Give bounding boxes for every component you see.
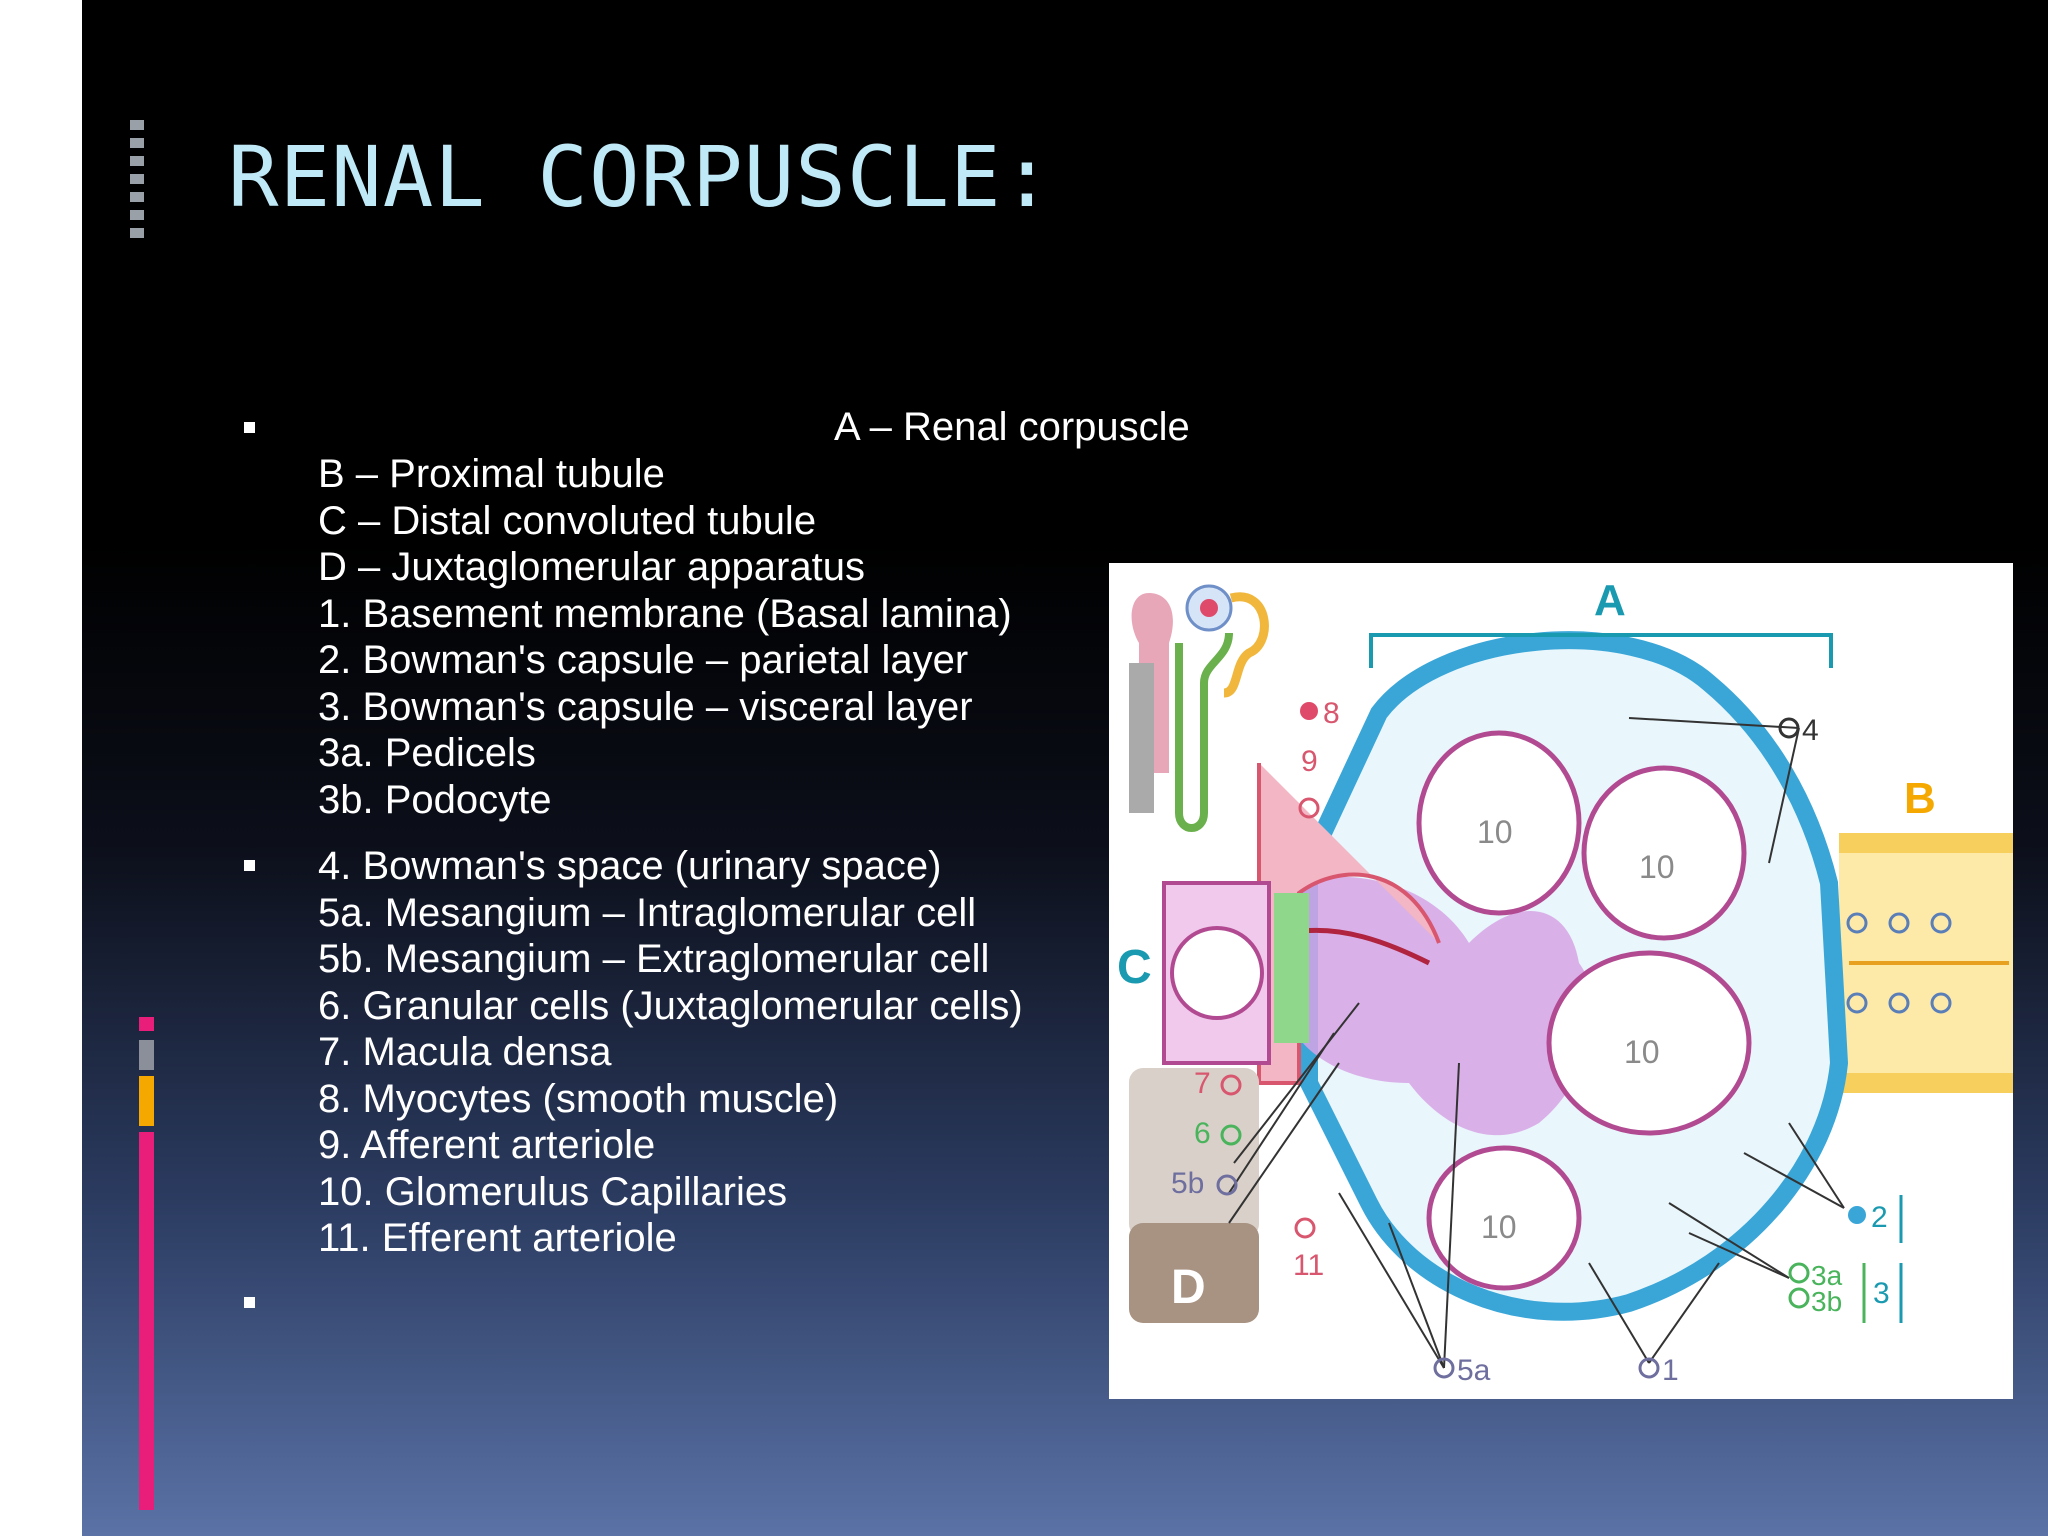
legend-item-3: 3. Bowman's capsule – visceral layer bbox=[318, 684, 973, 729]
label-4: 4 bbox=[1802, 714, 1819, 747]
label-A: A bbox=[1594, 576, 1626, 625]
label-3: 3 bbox=[1873, 1277, 1890, 1310]
juxtaglomerular-apparatus bbox=[1129, 1068, 1259, 1323]
label-C: C bbox=[1117, 941, 1152, 994]
label-1: 1 bbox=[1662, 1354, 1679, 1387]
legend-item-B: B – Proximal tubule bbox=[318, 452, 665, 496]
mesangium bbox=[1289, 876, 1594, 1136]
label-8: 8 bbox=[1323, 697, 1340, 730]
afferent-arteriole bbox=[1257, 763, 1441, 1085]
legend-item-7: 7. Macula densa bbox=[318, 1030, 612, 1074]
diagram-labels: A B C D 10 10 10 10 8 9 4 7 6 5b 11 2 bbox=[1117, 576, 1936, 1387]
label-B: B bbox=[1904, 774, 1936, 823]
legend-item-5b: 5b. Mesangium – Extraglomerular cell bbox=[318, 937, 990, 981]
label-11: 11 bbox=[1293, 1249, 1324, 1282]
legend-item-8: 8. Myocytes (smooth muscle) bbox=[318, 1076, 839, 1121]
accent-stripe-pink-top bbox=[139, 1017, 154, 1031]
label-5b: 5b bbox=[1171, 1167, 1204, 1200]
proximal-tubule bbox=[1839, 833, 2013, 1093]
legend-item-11: 11. Efferent arteriole bbox=[318, 1216, 677, 1260]
distal-tubule bbox=[1162, 881, 1309, 1065]
glomerular-capillaries bbox=[1416, 730, 1752, 1291]
bullet-3 bbox=[244, 1297, 255, 1308]
legend-item-5a: 5a. Mesangium – Intraglomerular cell bbox=[318, 890, 977, 935]
legend-item-3a: 3a. Pedicels bbox=[318, 731, 536, 775]
diagram-svg: A B C D 10 10 10 10 8 9 4 7 6 5b 11 2 bbox=[1117, 576, 2013, 1387]
label-3b: 3b bbox=[1811, 1286, 1842, 1317]
label-7: 7 bbox=[1194, 1067, 1211, 1100]
label-9: 9 bbox=[1301, 745, 1318, 778]
legend-item-3b: 3b. Podocyte bbox=[318, 777, 552, 822]
legend-item-C: C – Distal convoluted tubule bbox=[318, 498, 817, 543]
legend-item-2: 2. Bowman's capsule – parietal layer bbox=[318, 638, 969, 682]
accent-stripe-gray bbox=[139, 1040, 154, 1070]
bullet-2 bbox=[244, 860, 255, 871]
leader-lines bbox=[1228, 717, 1845, 1369]
accent-stripe-pink bbox=[139, 1132, 154, 1510]
legend-item-D: D – Juxtaglomerular apparatus bbox=[318, 545, 865, 589]
left-margin bbox=[0, 0, 82, 1536]
legend-first-line: A – Renal corpuscle bbox=[834, 405, 1190, 449]
label-10-b: 10 bbox=[1639, 849, 1675, 885]
slide-title: RENAL CORPUSCLE: bbox=[228, 128, 1054, 226]
accent-stripe-orange bbox=[139, 1076, 154, 1126]
legend-group-1: B – Proximal tubule C – Distal convolute… bbox=[318, 451, 1012, 823]
legend-group-2: 4. Bowman's space (urinary space) 5a. Me… bbox=[318, 843, 1023, 1262]
legend-item-1: 1. Basement membrane (Basal lamina) bbox=[318, 591, 1012, 636]
legend-item-4: 4. Bowman's space (urinary space) bbox=[318, 844, 942, 888]
legend-item-10: 10. Glomerulus Capillaries bbox=[318, 1169, 788, 1214]
bracket-A bbox=[1369, 633, 1833, 668]
label-D: D bbox=[1171, 1261, 1206, 1314]
label-2: 2 bbox=[1871, 1201, 1888, 1234]
label-5a: 5a bbox=[1457, 1354, 1491, 1387]
label-6: 6 bbox=[1194, 1117, 1211, 1150]
legend-item-9: 9. Afferent arteriole bbox=[318, 1123, 656, 1167]
label-3a: 3a bbox=[1811, 1260, 1843, 1291]
label-10-d: 10 bbox=[1481, 1209, 1517, 1245]
renal-corpuscle-diagram: A B C D 10 10 10 10 8 9 4 7 6 5b 11 2 bbox=[1109, 563, 2013, 1399]
decorative-bars bbox=[130, 120, 144, 246]
label-10-a: 10 bbox=[1477, 814, 1513, 850]
bullet-1 bbox=[244, 422, 255, 433]
nephron-inset bbox=[1129, 584, 1269, 832]
legend-item-6: 6. Granular cells (Juxtaglomerular cells… bbox=[318, 983, 1023, 1028]
label-10-c: 10 bbox=[1624, 1034, 1660, 1070]
